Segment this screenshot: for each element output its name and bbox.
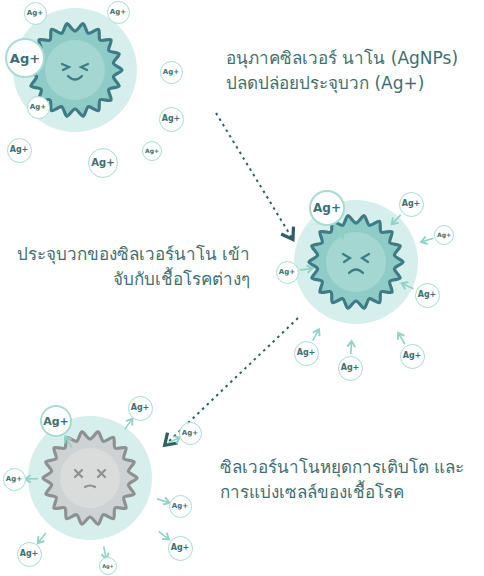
ion-bubble: Ag+	[7, 138, 32, 163]
ion-motion-arrow	[26, 478, 38, 480]
ion-bubble: Ag+	[276, 261, 299, 284]
ion-bubble: Ag+	[3, 468, 26, 491]
ion-label: Ag+	[341, 364, 360, 372]
ion-motion-arrow	[403, 284, 414, 289]
ion-bubble: Ag+	[17, 542, 42, 567]
ion-label: Ag+	[313, 202, 341, 214]
ion-label: Ag+	[91, 158, 114, 168]
ion-bubble: Ag+	[24, 2, 47, 25]
ion-bubble: Ag+	[88, 148, 118, 178]
ion-label: Ag+	[403, 352, 422, 360]
ion-motion-arrow	[350, 342, 352, 354]
ion-bubble: Ag+	[309, 190, 345, 226]
ion-label: Ag+	[10, 52, 40, 65]
ion-label: Ag+	[297, 349, 316, 357]
ion-label: Ag+	[279, 269, 295, 276]
ion-bubble: Ag+	[160, 61, 183, 84]
ion-label: Ag+	[110, 9, 126, 16]
ion-bubble: Ag+	[99, 557, 117, 575]
ion-label: Ag+	[172, 503, 188, 510]
ion-bubble: Ag+	[27, 96, 50, 119]
ion-label: Ag+	[437, 232, 451, 238]
virus-core	[60, 448, 120, 508]
virus-body	[309, 216, 403, 309]
ion-motion-arrow	[422, 238, 433, 242]
ion-label: Ag+	[162, 115, 181, 123]
ion-bubble: Ag+	[159, 107, 184, 132]
ion-bubble: Ag+	[179, 422, 202, 445]
virus-face	[75, 470, 105, 487]
ion-label: Ag+	[171, 544, 190, 552]
ion-bubble: Ag+	[434, 225, 454, 245]
ion-label: Ag+	[182, 430, 198, 437]
ion-label: Ag+	[10, 146, 29, 154]
ion-bubble: Ag+	[168, 536, 193, 561]
ion-label: Ag+	[145, 148, 159, 154]
ion-label: Ag+	[43, 416, 69, 427]
ion-label: Ag+	[102, 564, 114, 569]
ion-bubble: Ag+	[169, 495, 192, 518]
ion-bubble: Ag+	[142, 141, 162, 161]
ion-bubble: Ag+	[338, 356, 363, 381]
ion-label: Ag+	[418, 291, 437, 299]
ion-bubble: Ag+	[415, 283, 440, 308]
ion-motion-arrow	[337, 227, 343, 238]
ion-bubble: Ag+	[399, 192, 424, 217]
flow-arrow	[166, 318, 298, 444]
ion-label: Ag+	[20, 550, 39, 558]
ion-bubble: Ag+	[128, 396, 153, 421]
flow-arrow	[216, 113, 292, 238]
ion-motion-arrow	[38, 533, 46, 542]
ion-label: Ag+	[131, 404, 150, 412]
virus-face	[62, 64, 88, 80]
virus-body	[43, 432, 137, 525]
ion-label: Ag+	[163, 69, 179, 76]
ion-motion-arrow	[159, 531, 168, 538]
ion-motion-arrow	[125, 419, 132, 429]
caption-text: ประจุบวกของซิลเวอร์นาโน เข้าจับกับเชื้อโ…	[6, 242, 250, 291]
virus-core	[45, 40, 105, 100]
ion-bubble: Ag+	[107, 1, 130, 24]
ion-bubble: Ag+	[5, 38, 45, 78]
ion-motion-arrow	[399, 334, 405, 344]
ion-label: Ag+	[6, 476, 22, 483]
caption-text: ซิลเวอร์นาโนหยุดการเติบโต และการแบ่งเซลล…	[220, 455, 478, 504]
ion-bubble: Ag+	[400, 344, 425, 369]
caption-text: อนุภาคซิลเวอร์ นาโน (AgNPs) ปลดปล่อยประจ…	[226, 46, 478, 95]
ion-motion-arrow	[168, 438, 179, 443]
ion-motion-arrow	[157, 499, 168, 503]
ion-bubble: Ag+	[40, 405, 72, 437]
ion-motion-arrow	[392, 215, 400, 224]
ion-label: Ag+	[402, 200, 421, 208]
virus-face	[343, 254, 369, 273]
ion-label: Ag+	[30, 104, 46, 111]
ion-motion-arrow	[66, 437, 72, 447]
ion-bubble: Ag+	[294, 341, 319, 366]
ion-label: Ag+	[27, 10, 43, 17]
ion-motion-arrow	[313, 330, 319, 341]
ion-motion-arrow	[300, 268, 312, 270]
virus-core	[326, 232, 386, 292]
